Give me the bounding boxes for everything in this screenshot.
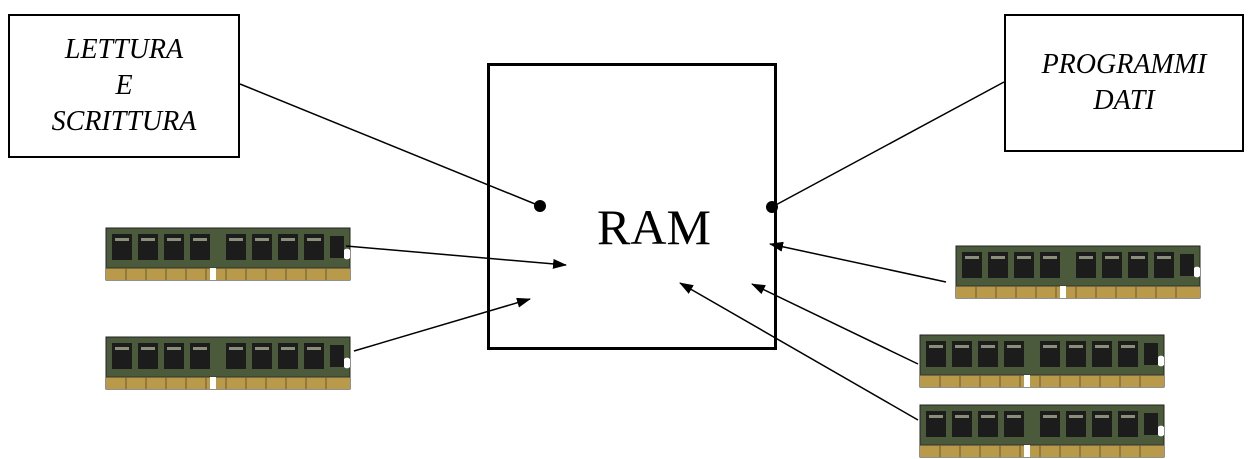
arrow-right-middle <box>751 283 919 365</box>
programs-data-box: PROGRAMMI DATI <box>1004 14 1244 152</box>
programs-data-dot <box>766 201 778 213</box>
arrow-left-bottom <box>353 297 531 352</box>
read-write-line-1: LETTURA <box>64 34 184 65</box>
memory-module-right-top <box>955 245 1201 299</box>
arrow-right-top <box>769 241 947 283</box>
programs-data-line-1: PROGRAMMI <box>1041 49 1207 80</box>
memory-module-right-bottom <box>919 404 1165 458</box>
read-write-dot <box>534 200 546 212</box>
arrow-right-bottom <box>679 282 919 421</box>
memory-module-left-top <box>105 227 351 281</box>
ram-label: RAM <box>597 199 711 255</box>
programs-data-connector <box>771 81 1005 208</box>
read-write-line-2: E <box>115 70 133 101</box>
read-write-connector <box>239 83 541 207</box>
read-write-line-3: SCRITTURA <box>51 106 197 137</box>
arrow-left-top <box>345 245 567 269</box>
memory-module-left-bottom <box>105 336 351 390</box>
read-write-box: LETTURA E SCRITTURA <box>8 14 240 158</box>
programs-data-line-2: DATI <box>1093 85 1155 116</box>
memory-module-right-middle <box>919 334 1165 388</box>
